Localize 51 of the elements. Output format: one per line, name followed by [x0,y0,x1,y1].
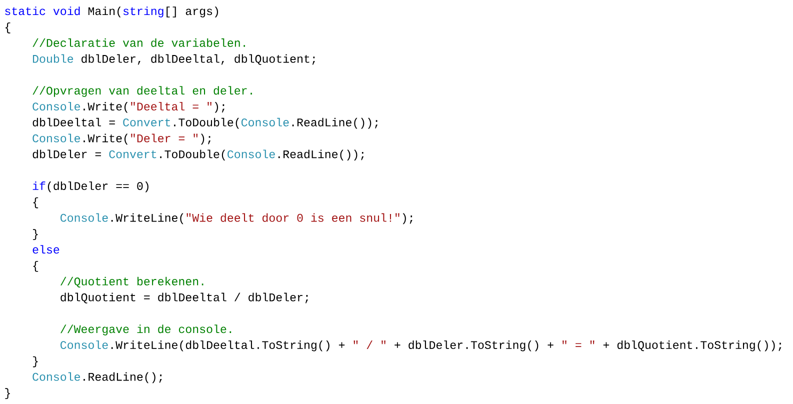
code-text: Main( [88,6,121,18]
code-text: .ToDouble( [174,118,239,129]
code-text: dblDeler = [32,150,101,158]
code-text: [] args) [166,6,218,18]
string-literal: "Deeltal = " [131,102,212,110]
code-text: (dblDeler == 0) [48,182,148,192]
code-text: } [5,388,10,399]
type-name: Console [228,150,275,158]
code-text: .Write( [84,102,128,113]
type-name: Convert [123,118,170,126]
code-text: .WriteLine( [111,213,184,224]
code-comment: //Weergave in de console. [60,324,232,336]
code-text: .ToDouble( [160,150,226,160]
code-text: .ReadLine(); [84,372,162,384]
type-name: Convert [109,150,156,158]
type-name: Console [60,340,108,349]
code-comment: //Opvragen van deeltal en deler. [32,86,252,97]
code-text: .WriteLine(dblDeeltal.ToString() + [111,340,345,352]
code-comment: //Quotient berekenen. [60,276,204,288]
code-text: { [6,22,10,34]
code-text: { [33,260,38,272]
code-text: ); [214,102,224,113]
code-text: dblQuotient = dblDeeltal / dblDeler; [60,292,308,304]
code-text: ); [402,213,412,224]
string-literal: "Deler = " [131,134,198,142]
type-name: Console [242,118,289,126]
code-text: { [33,197,38,208]
string-literal: " = " [562,340,594,347]
keyword: else [32,245,60,254]
code-text: } [33,356,38,368]
keyword: static [5,6,46,16]
code-text: .ReadLine()); [292,118,378,129]
code-text: dblDeler, dblDeeltal, dblQuotient; [82,54,315,65]
keyword: void [53,6,80,16]
code-text: } [33,229,38,240]
type-name: Double [32,54,74,63]
code-text: + dblQuotient.ToString()); [603,340,782,352]
type-name: Console [32,134,80,142]
code-text: dblDeeltal = [32,118,115,126]
type-name: Console [60,213,108,222]
keyword: string [123,6,164,18]
code-text: ); [200,134,210,145]
code-text: .ReadLine()); [278,150,364,160]
string-literal: "Wie deelt door 0 is een snul!" [186,213,400,222]
code-text: + dblDeler.ToString() + [394,340,554,352]
keyword: if [32,182,46,190]
type-name: Console [32,372,80,381]
string-literal: " / " [354,340,386,349]
code-comment: //Declaratie van de variabelen. [32,38,245,47]
type-name: Console [32,102,80,110]
code-text: .Write( [84,134,128,145]
